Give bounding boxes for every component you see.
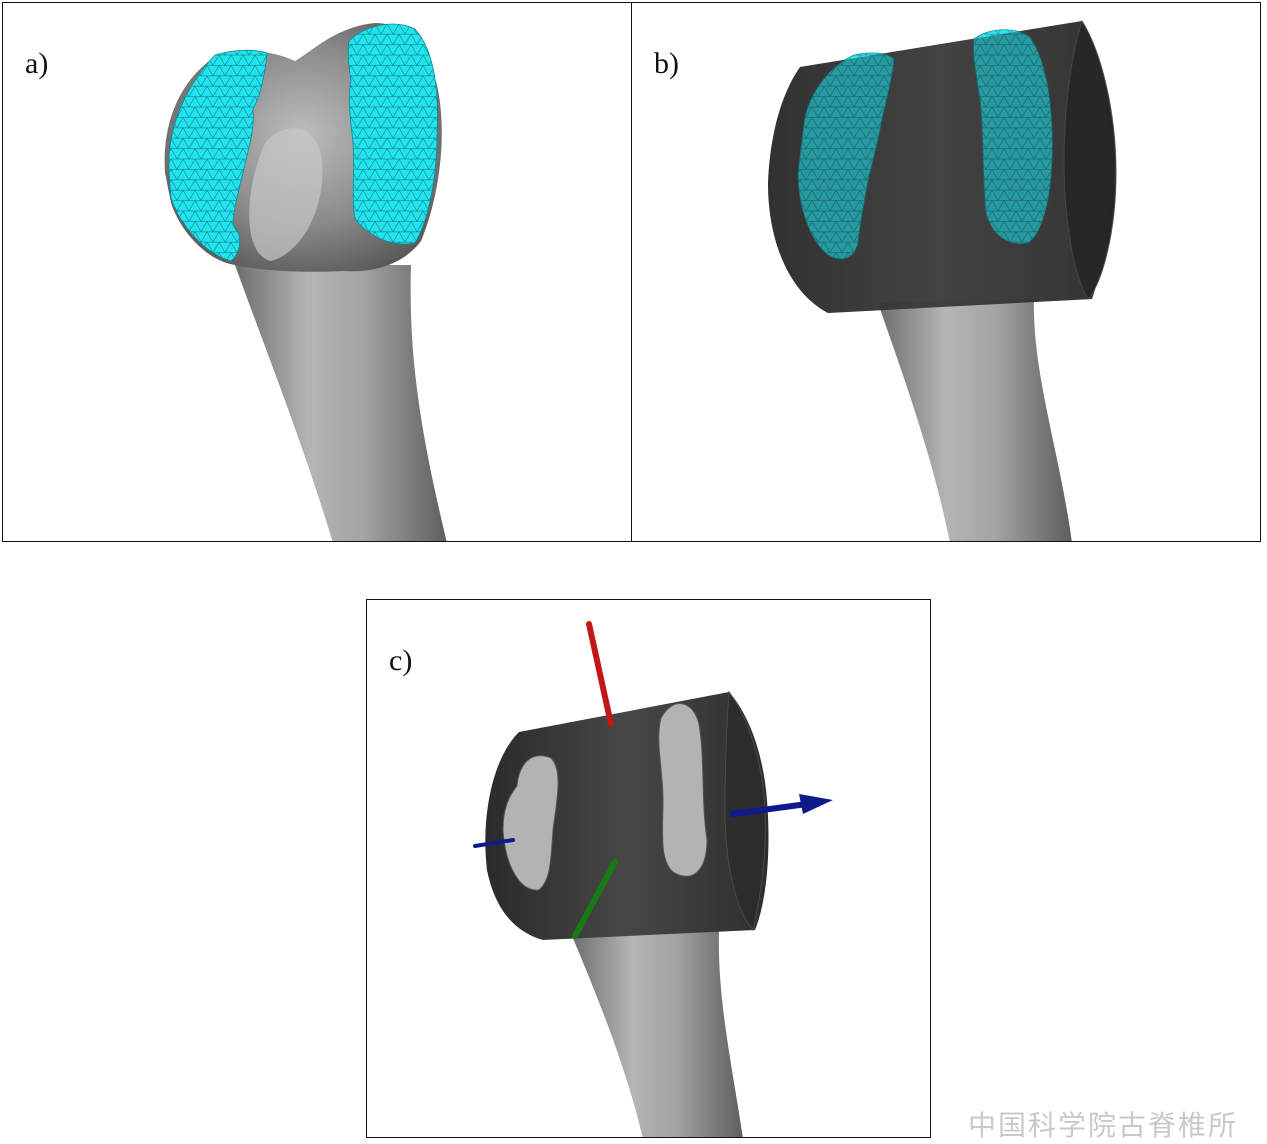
contact-mesh-left bbox=[797, 52, 895, 260]
panel-c: c) bbox=[366, 599, 931, 1138]
cylinder-end-cap bbox=[1063, 19, 1117, 300]
panel-b: b) bbox=[631, 2, 1261, 542]
condyle-left bbox=[502, 755, 559, 891]
axis-y bbox=[572, 859, 618, 939]
watermark-text: 中国科学院古脊椎所 bbox=[968, 1109, 1239, 1142]
axis-x bbox=[586, 621, 614, 727]
contact-mesh-left bbox=[168, 49, 268, 262]
bone-render-c bbox=[473, 621, 833, 1137]
panel-a: a) bbox=[2, 2, 633, 542]
panel-label-a: a) bbox=[25, 47, 49, 80]
contact-mesh-right bbox=[973, 29, 1053, 245]
panel-label-c: c) bbox=[389, 644, 413, 677]
bone-shaft bbox=[235, 265, 447, 541]
bone-render-b bbox=[768, 19, 1117, 541]
bone-shaft bbox=[878, 299, 1072, 541]
axis-z bbox=[730, 801, 810, 817]
condyle-right bbox=[658, 703, 708, 877]
panel-label-b: b) bbox=[654, 47, 679, 80]
contact-mesh-right bbox=[347, 23, 438, 245]
axis-z-arrowhead bbox=[799, 794, 833, 814]
bone-render-a bbox=[164, 23, 447, 541]
bone-shaft bbox=[572, 930, 743, 1137]
axis-z-back bbox=[473, 838, 515, 848]
